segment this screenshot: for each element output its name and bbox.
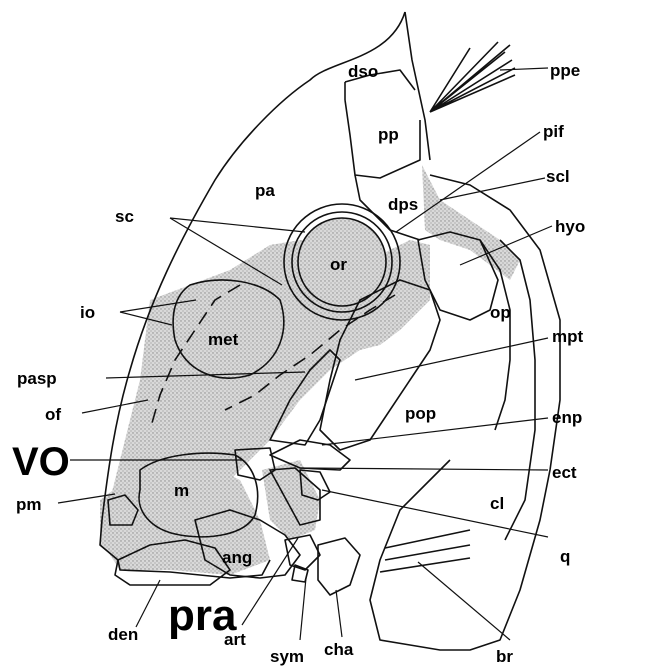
label-ang: ang bbox=[222, 548, 252, 567]
label-pop: pop bbox=[405, 404, 436, 423]
label-dps: dps bbox=[388, 195, 418, 214]
label-sc: sc bbox=[115, 207, 134, 226]
label-art: art bbox=[224, 630, 246, 649]
label-br: br bbox=[496, 647, 513, 666]
label-pa: pa bbox=[255, 181, 275, 200]
label-m: m bbox=[174, 481, 189, 500]
label-of: of bbox=[45, 405, 61, 424]
label-mpt: mpt bbox=[552, 327, 584, 346]
label-den: den bbox=[108, 625, 138, 644]
label-pp: pp bbox=[378, 125, 399, 144]
label-hyo: hyo bbox=[555, 217, 585, 236]
label-sym: sym bbox=[270, 647, 304, 666]
label-q: q bbox=[560, 547, 570, 566]
label-cl: cl bbox=[490, 494, 504, 513]
label-or: or bbox=[330, 255, 347, 274]
label-op: op bbox=[490, 303, 511, 322]
label-vo: vo bbox=[12, 440, 70, 484]
label-ppe: ppe bbox=[550, 61, 580, 80]
label-pif: pif bbox=[543, 122, 564, 141]
label-met: met bbox=[208, 330, 239, 349]
branchiostegal-1 bbox=[385, 530, 470, 548]
label-scl: scl bbox=[546, 167, 570, 186]
articular bbox=[285, 535, 320, 570]
label-pasp: pasp bbox=[17, 369, 57, 388]
label-io: io bbox=[80, 303, 95, 322]
branchiostegal-2 bbox=[385, 545, 470, 560]
dorsal-edge bbox=[405, 12, 430, 160]
branchiostegal-3 bbox=[380, 558, 470, 572]
fin-rays bbox=[430, 42, 515, 112]
cleithrum bbox=[500, 240, 535, 540]
label-ect: ect bbox=[552, 463, 577, 482]
label-dso: dso bbox=[348, 62, 378, 81]
label-cha: cha bbox=[324, 640, 354, 659]
label-enp: enp bbox=[552, 408, 582, 427]
label-pm: pm bbox=[16, 495, 42, 514]
ceratohyal bbox=[318, 538, 360, 595]
